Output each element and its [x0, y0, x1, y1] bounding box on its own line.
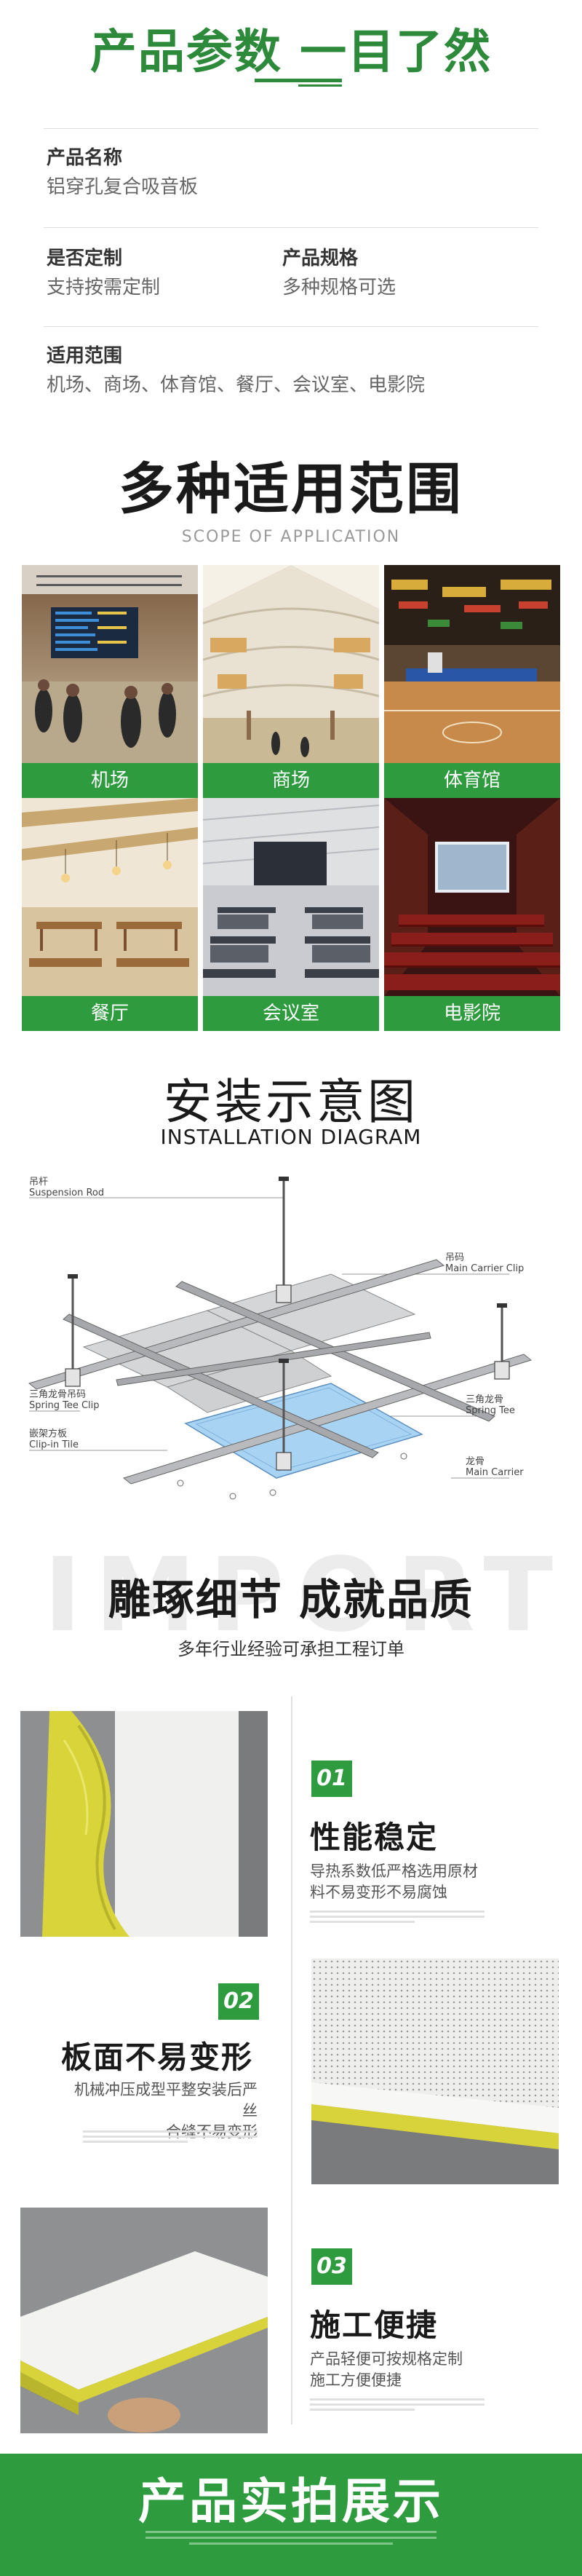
- scope-tile-restaurant: 餐厅: [22, 798, 198, 1031]
- feature-photo-2: [311, 1959, 559, 2184]
- scope-tile-meeting-room: 会议室: [203, 798, 379, 1031]
- param-divider: [44, 128, 538, 129]
- feature-number-2: 02: [218, 1983, 259, 2020]
- perforated-panel-photo: [311, 1959, 559, 2184]
- tile-label: 电影院: [384, 996, 560, 1031]
- airport-image: [22, 565, 198, 763]
- meeting-room-image: [203, 798, 379, 996]
- param-value-scope: 机场、商场、体育馆、餐厅、会议室、电影院: [47, 374, 426, 396]
- feature-text-1: 导热系数低严格选用原材 料不易变形不易腐蚀: [310, 1862, 478, 1901]
- feature-title-3: 施工便捷: [310, 2307, 439, 2343]
- install-subtitle: INSTALLATION DIAGRAM: [160, 1125, 422, 1149]
- param-label-custom: 是否定制: [47, 248, 123, 269]
- scope-tile-gym: 体育馆: [384, 565, 560, 798]
- tile-label: 会议室: [203, 996, 379, 1031]
- mall-image: [203, 565, 379, 763]
- param-divider: [44, 326, 538, 327]
- param-label-spec: 产品规格: [282, 248, 359, 269]
- feature-number-1: 01: [311, 1761, 352, 1797]
- lightweight-panel-photo: [20, 2208, 268, 2433]
- feature-number-3: 03: [311, 2248, 352, 2285]
- details-subtitle: 多年行业经验可承担工程订单: [178, 1639, 404, 1659]
- gym-image: [384, 565, 560, 763]
- scope-tile-cinema: 电影院: [384, 798, 560, 1031]
- params-section: 产品参数 一目了然 产品名称 铝穿孔复合吸音板 是否定制 支持按需定制 产品规格…: [0, 0, 582, 466]
- feature-fine-print-3: [310, 2398, 485, 2414]
- import-watermark: IMPORT: [44, 1536, 567, 1655]
- tile-label: 体育馆: [384, 763, 560, 798]
- feature-fine-print-1: [310, 1911, 485, 1927]
- scope-heading: 多种适用范围: [0, 444, 582, 539]
- photos-banner: 产品实拍展示: [0, 2454, 582, 2576]
- param-label-scope: 适用范围: [47, 345, 123, 367]
- banner-title: 产品实拍展示: [138, 2473, 444, 2529]
- panel-edge-photo: [20, 1711, 268, 1937]
- feature-text-3: 产品轻便可按规格定制 施工方便便捷: [310, 2350, 463, 2389]
- cinema-image: [384, 798, 560, 996]
- feature-photo-3: [20, 2208, 268, 2433]
- param-divider: [44, 227, 538, 228]
- scope-title: 多种适用范围: [119, 457, 463, 521]
- timeline-line: [291, 1696, 292, 2425]
- restaurant-image: [22, 798, 198, 996]
- param-label-name: 产品名称: [47, 147, 123, 169]
- params-title-underline: [255, 79, 342, 82]
- tile-label: 餐厅: [22, 996, 198, 1031]
- params-title: 产品参数 一目了然: [89, 25, 493, 79]
- scope-tile-airport: 机场: [22, 565, 198, 798]
- banner-fine-print: [146, 2531, 436, 2548]
- feature-fine-print-2: [83, 2130, 258, 2146]
- feature-photo-1: [20, 1711, 268, 1937]
- param-value-name: 铝穿孔复合吸音板: [47, 176, 199, 198]
- ceiling-assembly-drawing: [28, 1177, 533, 1500]
- param-value-custom: 支持按需定制: [47, 277, 161, 299]
- feature-title-2: 板面不易变形: [61, 2039, 254, 2075]
- scope-tile-mall: 商场: [203, 565, 379, 798]
- params-title-underline-accent: [298, 84, 342, 87]
- details-title: 雕琢细节 成就品质: [108, 1575, 474, 1624]
- scope-subtitle: SCOPE OF APPLICATION: [181, 528, 401, 546]
- feature-title-1: 性能稳定: [310, 1820, 439, 1855]
- install-title: 安装示意图: [164, 1074, 418, 1130]
- tile-label: 机场: [22, 763, 198, 798]
- param-value-spec: 多种规格可选: [282, 277, 396, 299]
- tile-label: 商场: [203, 763, 379, 798]
